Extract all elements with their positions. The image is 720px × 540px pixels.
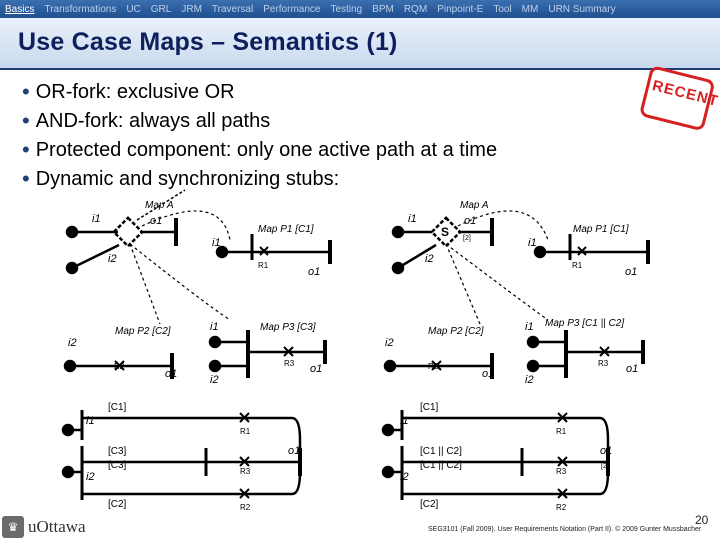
label-map-p1: Map P1 [C1] xyxy=(258,224,314,235)
label-i2: i2 xyxy=(385,337,394,349)
label-r3: R3 xyxy=(240,467,251,476)
label-map-a: Map A xyxy=(145,200,174,211)
label-map-p2: Map P2 [C2] xyxy=(428,326,484,337)
bullet-item: Protected component: only one active pat… xyxy=(22,134,497,163)
label-i2: i2 xyxy=(68,337,77,349)
nav-item-basics[interactable]: Basics xyxy=(5,3,35,15)
label-component: [C3] xyxy=(108,446,127,457)
label-component: [C3] xyxy=(108,460,127,471)
label-r2: R2 xyxy=(556,503,567,512)
slide-title: Use Case Maps – Semantics (1) xyxy=(18,28,398,56)
label-component: [C1] xyxy=(108,402,127,413)
navigation-bar: Basics Transformations UC GRL JRM Traversal Pe… xyxy=(0,0,720,18)
label-i1: i1 xyxy=(408,213,417,225)
left-map-p1 xyxy=(215,234,332,264)
label-i2: i2 xyxy=(86,471,95,483)
nav-item-transformations[interactable]: Transformations xyxy=(44,3,117,15)
nav-item-performance[interactable]: Performance xyxy=(263,3,321,15)
label-o1: o1 xyxy=(310,363,322,375)
label-map-p1: Map P1 [C1] xyxy=(573,224,629,235)
nav-item-jrm[interactable]: JRM xyxy=(181,3,202,15)
label-map-p3: Map P3 [C1 || C2] xyxy=(545,318,624,329)
label-i1: i1 xyxy=(92,213,101,225)
label-r2: R2 xyxy=(428,362,439,371)
label-map-a: Map A xyxy=(460,200,489,211)
nav-item-tool[interactable]: Tool xyxy=(493,3,512,15)
label-o1: o1 xyxy=(626,363,638,375)
label-threshold: [2] xyxy=(601,463,609,470)
label-r1: R1 xyxy=(556,427,567,436)
nav-item-rqm[interactable]: RQM xyxy=(403,3,428,15)
left-map-p3 xyxy=(208,330,327,378)
label-i1: i1 xyxy=(86,415,95,427)
nav-item-testing[interactable]: Testing xyxy=(330,3,363,15)
label-o1: o1 xyxy=(165,368,177,380)
label-i2: i2 xyxy=(210,374,219,386)
label-i2: i2 xyxy=(425,253,434,265)
label-r1: R1 xyxy=(240,427,251,436)
label-map-p2: Map P2 [C2] xyxy=(115,326,171,337)
label-o1: o1 xyxy=(482,368,494,380)
label-i2: i2 xyxy=(525,374,534,386)
university-logo: ♛ uOttawa xyxy=(2,515,102,539)
left-map-p2 xyxy=(63,353,174,379)
nav-item-traversal[interactable]: Traversal xyxy=(211,3,254,15)
label-component: [C1] xyxy=(420,402,439,413)
nav-item-bpm[interactable]: BPM xyxy=(372,3,394,15)
label-o1: o1 xyxy=(308,266,320,278)
nav-item-pinpoint-e[interactable]: Pinpoint-E xyxy=(437,3,484,15)
label-o1: o1 xyxy=(625,266,637,278)
label-o1: o1 xyxy=(464,215,476,227)
label-r3: R3 xyxy=(284,359,295,368)
label-sync-s: S xyxy=(441,225,449,239)
nav-item-grl[interactable]: GRL xyxy=(150,3,172,15)
footer-course: SEG3101 (Fall 2009). User Requirements N… xyxy=(428,526,702,533)
university-name: uOttawa xyxy=(28,517,86,536)
right-map-a xyxy=(391,216,494,275)
right-flattened-map xyxy=(381,410,610,500)
nav-item-urn-summary[interactable]: URN Summary xyxy=(548,3,616,15)
right-map-p3 xyxy=(526,330,645,378)
label-o1: o1 xyxy=(288,445,300,457)
bullet-item: Dynamic and synchronizing stubs: xyxy=(22,163,497,192)
label-r3: R3 xyxy=(598,359,609,368)
label-component: [C2] xyxy=(108,499,127,510)
label-map-p3: Map P3 [C3] xyxy=(260,322,316,333)
label-r1: R1 xyxy=(258,261,269,270)
label-threshold: [2] xyxy=(463,235,471,242)
nav-item-mm[interactable]: MM xyxy=(521,3,539,15)
label-r2: R2 xyxy=(114,362,125,371)
label-i1: i1 xyxy=(528,237,537,249)
label-i1: i1 xyxy=(212,237,221,249)
label-r2: R2 xyxy=(240,503,251,512)
bullet-item: OR-fork: exclusive OR xyxy=(22,76,497,105)
right-map-p1 xyxy=(533,234,650,264)
bullet-item: AND-fork: always all paths xyxy=(22,105,497,134)
label-component: [C1 || C2] xyxy=(420,460,462,471)
label-o1: o1 xyxy=(600,445,612,457)
label-r1: R1 xyxy=(572,261,583,270)
label-i2: i2 xyxy=(400,471,409,483)
title-bar: Use Case Maps – Semantics (1) xyxy=(0,18,720,70)
label-i1: i1 xyxy=(210,321,219,333)
nav-item-uc[interactable]: UC xyxy=(126,3,141,15)
bullet-list: OR-fork: exclusive OR AND-fork: always a… xyxy=(22,76,497,192)
label-i2: i2 xyxy=(108,253,117,265)
label-component: [C1 || C2] xyxy=(420,446,462,457)
crest-icon: ♛ xyxy=(2,516,24,538)
right-map-p2 xyxy=(383,353,494,379)
left-map-a xyxy=(65,189,186,275)
left-flattened-map xyxy=(61,410,302,500)
synchronizing-stub xyxy=(430,216,462,248)
page-number: 20 xyxy=(695,513,709,527)
label-component: [C2] xyxy=(420,499,439,510)
label-r3: R3 xyxy=(556,467,567,476)
label-i1: i1 xyxy=(400,415,409,427)
label-o1: o1 xyxy=(150,215,162,227)
dynamic-stub xyxy=(112,216,144,248)
label-i1: i1 xyxy=(525,321,534,333)
